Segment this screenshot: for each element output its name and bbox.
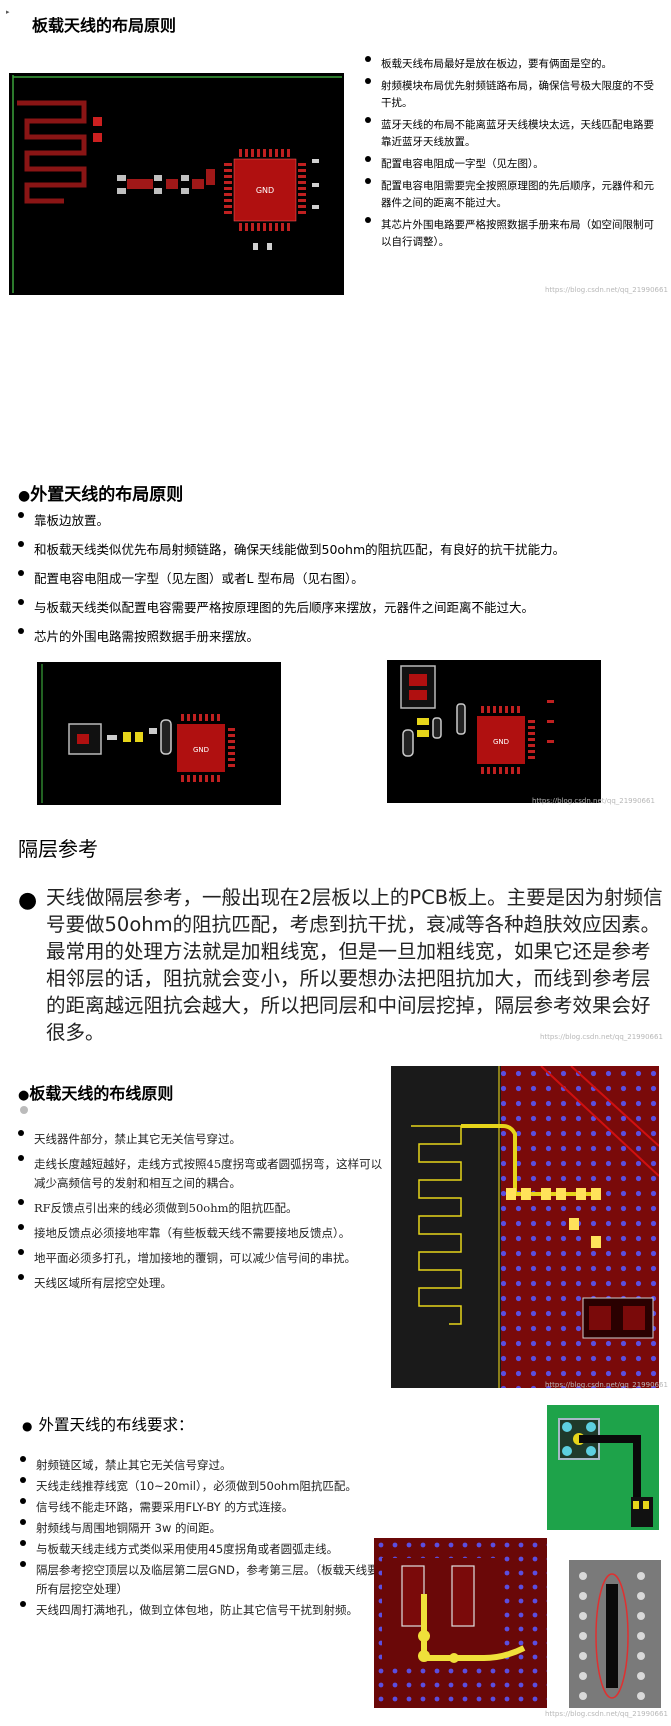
section4-bullet-list: 天线器件部分，禁止其它无关信号穿过。 走线长度越短越好，走线方式按照45度拐弯或…: [18, 1130, 388, 1293]
chip-gnd-label: GND: [493, 738, 509, 746]
section5-bullet-list: 射频链区域，禁止其它无关信号穿过。 天线走线推荐线宽（10~20mil），必须做…: [20, 1456, 380, 1620]
list-item: 配置电容电阻成一字型（见左图）或者L 型布局（见右图）。: [18, 570, 668, 588]
chip-gnd-label: GND: [193, 746, 209, 754]
list-item: 配置电容电阻需要完全按照原理图的先后顺序，元器件和元器件之间的距离不能过大。: [365, 178, 655, 212]
section1-title: 板载天线的布局原则: [32, 16, 177, 35]
list-item: 信号线不能走环路，需要采用FLY-BY 的方式连接。: [20, 1498, 380, 1517]
title-bullet-icon: ●: [18, 1088, 30, 1103]
section1-bullet-list: 板载天线布局最好是放在板边，要有俩面是空的。 射频模块布局优先射频链路布局，确保…: [365, 56, 655, 251]
chip-gnd-label: GND: [256, 186, 274, 195]
onboard-antenna-routing-image: [391, 1066, 659, 1388]
watermark: https://blog.csdn.net/qq_21990661: [545, 286, 668, 294]
external-antenna-routing-green-image: [547, 1405, 659, 1530]
list-item: 天线四周打满地孔，做到立体包地，防止其它信号干扰到射频。: [20, 1601, 380, 1620]
external-antenna-keepout-gray-image: [569, 1560, 661, 1708]
section5-title: ●外置天线的布线要求：: [22, 1416, 194, 1434]
list-item: 靠板边放置。: [18, 512, 668, 530]
pcb-routing-graphic: [374, 1538, 547, 1708]
list-item: 射频链区域，禁止其它无关信号穿过。: [20, 1456, 380, 1475]
pcb-keepout-graphic: [569, 1560, 661, 1708]
corner-marker-icon: ▸: [6, 8, 10, 16]
paragraph-bullet-icon: ●: [18, 888, 38, 913]
title-bullet-icon: ●: [22, 1419, 33, 1433]
list-item: 其芯片外围电路要严格按照数据手册来布局（如空间限制可以自行调整）。: [365, 217, 655, 251]
pcb-layout-graphic: GND: [9, 73, 344, 295]
list-item: 芯片的外围电路需按照数据手册来摆放。: [18, 628, 668, 646]
watermark: https://blog.csdn.net/qq_21990661: [532, 797, 655, 805]
external-antenna-layout-right-image: GND: [387, 660, 601, 803]
list-item: 射频模块布局优先射频链路布局，确保信号极大限度的不受干扰。: [365, 78, 655, 112]
list-item: 配置电容电阻成一字型（见左图）。: [365, 156, 655, 173]
list-item: 和板载天线类似优先布局射频链路，确保天线能做到50ohm的阻抗匹配，有良好的抗干…: [18, 541, 668, 559]
list-item: 板载天线布局最好是放在板边，要有俩面是空的。: [365, 56, 655, 73]
list-item: 天线器件部分，禁止其它无关信号穿过。: [18, 1130, 388, 1149]
external-antenna-layout-left-image: GND: [37, 662, 281, 805]
onboard-antenna-layout-image: GND: [9, 73, 344, 295]
pcb-layout-graphic: GND: [37, 662, 281, 805]
watermark: https://blog.csdn.net/qq_21990661: [545, 1710, 668, 1718]
list-item: 隔层参考挖空顶层以及临层第二层GND，参考第三层。（板载天线要所有层挖空处理）: [20, 1561, 380, 1599]
title-bullet-icon: ●: [18, 488, 31, 504]
section3-paragraph: 天线做隔层参考，一般出现在2层板以上的PCB板上。主要是因为射频信号要做50oh…: [46, 886, 663, 1044]
list-item: 与板载天线走线方式类似采用使用45度拐角或者圆弧走线。: [20, 1540, 380, 1559]
list-item: 射频线与周围地铜隔开 3w 的间距。: [20, 1519, 380, 1538]
pcb-layout-graphic: GND: [387, 660, 601, 803]
list-item: 天线走线推荐线宽（10~20mil），必须做到50ohm阻抗匹配。: [20, 1477, 380, 1496]
section2-title: ●外置天线的布局原则: [18, 485, 184, 505]
empty-bullet-icon: [20, 1106, 28, 1114]
list-item: 与板载天线类似配置电容需要严格按原理图的先后顺序来摆放，元器件之间距离不能过大。: [18, 599, 668, 617]
watermark: https://blog.csdn.net/qq_21990661: [540, 1033, 663, 1041]
watermark: https://blog.csdn.net/qq_21990661: [545, 1381, 668, 1389]
section2-bullet-list: 靠板边放置。 和板载天线类似优先布局射频链路，确保天线能做到50ohm的阻抗匹配…: [18, 512, 668, 646]
external-antenna-routing-red-image: [374, 1538, 547, 1708]
list-item: 蓝牙天线的布局不能离蓝牙天线模块太远，天线匹配电路要靠近蓝牙天线放置。: [365, 117, 655, 151]
list-item: 接地反馈点必须接地牢靠（有些板载天线不需要接地反馈点）。: [18, 1224, 388, 1243]
list-item: RF反馈点引出来的线必须做到50ohm的阻抗匹配。: [18, 1199, 388, 1218]
pcb-routing-graphic: [391, 1066, 659, 1388]
list-item: 走线长度越短越好，走线方式按照45度拐弯或者圆弧拐弯，这样可以减少高频信号的发射…: [18, 1155, 388, 1193]
list-item: 天线区域所有层挖空处理。: [18, 1274, 388, 1293]
section4-title: ●板载天线的布线原则: [18, 1084, 174, 1103]
section3-title: 隔层参考: [18, 837, 98, 861]
list-item: 地平面必须多打孔，增加接地的覆铜，可以减少信号间的串扰。: [18, 1249, 388, 1268]
pcb-routing-graphic: [547, 1405, 659, 1530]
